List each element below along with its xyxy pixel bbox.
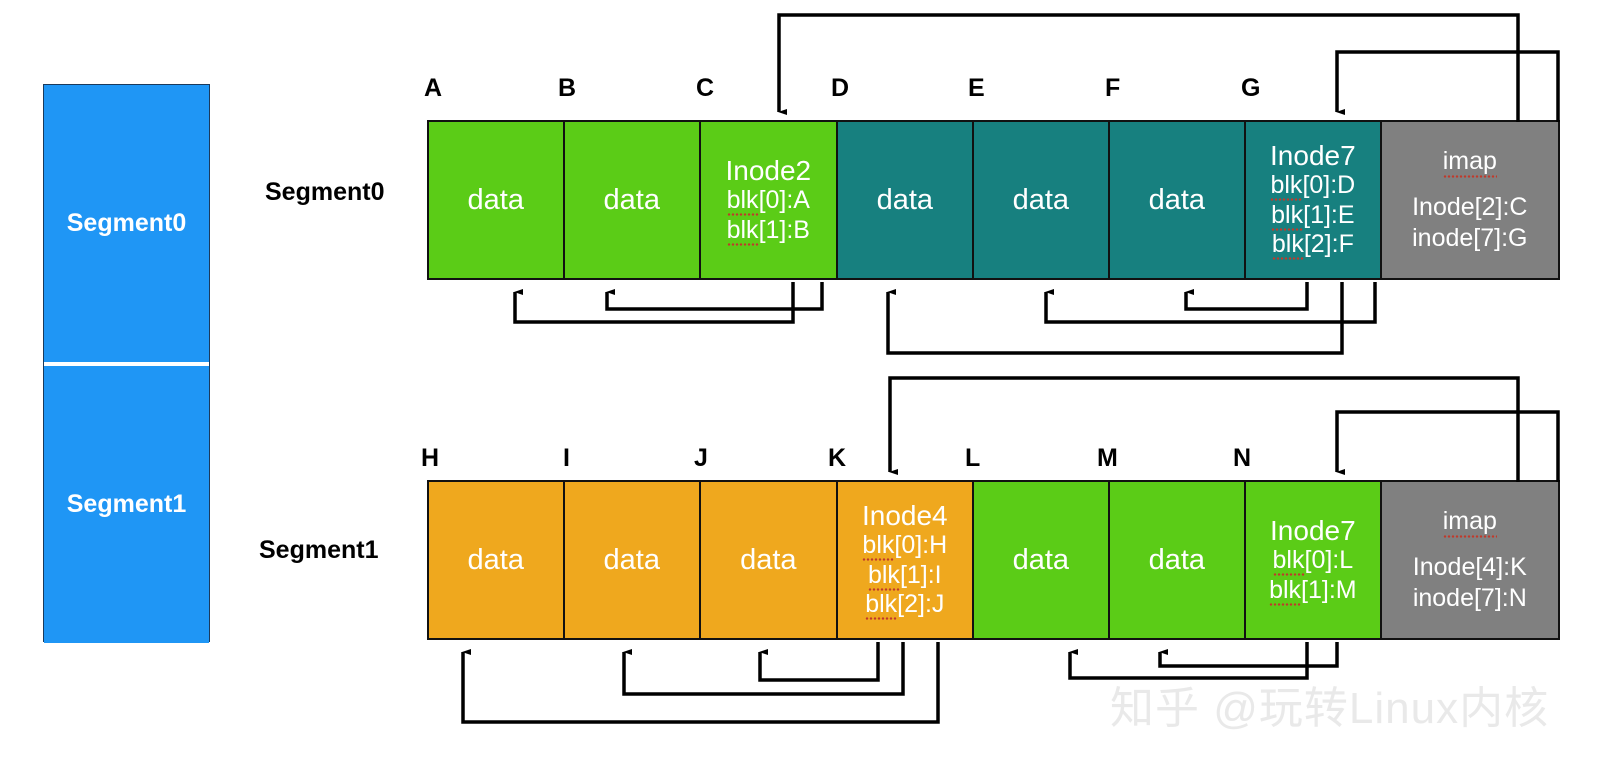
segment-legend: Segment0 Segment1 <box>43 84 210 643</box>
block-K-blk1: blk[1]:I <box>867 560 942 591</box>
block-N-inode7[interactable]: Inode7 blk[0]:L blk[1]:M <box>1246 482 1382 638</box>
watermark: 知乎 @玩转Linux内核 <box>1110 684 1550 733</box>
block-J[interactable]: data <box>701 482 838 638</box>
block-letter-E: E <box>968 74 985 102</box>
wire-G-blk1-to-E <box>1044 282 1377 324</box>
block-M-label: data <box>1148 543 1206 576</box>
block-A-label: data <box>467 183 524 216</box>
block-letter-H: H <box>421 444 440 472</box>
wire-C-blk1-to-B <box>605 282 824 311</box>
wire-K-blk1-to-I <box>622 642 905 696</box>
block-H[interactable]: data <box>429 482 565 638</box>
block-letter-I: I <box>563 444 570 472</box>
row-label-segment0: Segment0 <box>265 178 385 206</box>
segment1-strip: data data data Inode4 blk[0]:H blk[1]:I … <box>427 480 1560 640</box>
block-I[interactable]: data <box>564 482 702 638</box>
block-K-inode4[interactable]: Inode4 blk[0]:H blk[1]:I blk[2]:J <box>837 482 975 638</box>
block-N-title: Inode7 <box>1270 514 1356 546</box>
block-imap-segment0[interactable]: imap Inode[2]:C inode[7]:G <box>1381 122 1558 278</box>
block-letter-L: L <box>965 444 981 472</box>
block-letter-K: K <box>828 444 847 472</box>
block-E-label: data <box>1012 183 1070 216</box>
block-C-blk1: blk[1]:B <box>726 215 810 246</box>
wire-N-blk1-to-M <box>1158 642 1339 668</box>
block-letter-A: A <box>424 74 443 102</box>
block-H-label: data <box>467 543 524 576</box>
block-letter-J: J <box>694 444 708 472</box>
block-letter-G: G <box>1241 74 1261 102</box>
wire-C-blk0-to-A <box>513 282 795 324</box>
wire-imap0-to-G <box>1335 50 1560 122</box>
imap1-title: imap <box>1442 507 1497 538</box>
block-D[interactable]: data <box>837 122 975 278</box>
block-J-label: data <box>740 543 797 576</box>
legend-cell-segment1: Segment1 <box>44 366 209 643</box>
legend-label-segment0: Segment0 <box>66 209 187 237</box>
wire-G-blk2-to-F <box>1184 282 1309 311</box>
block-G-blk2: blk[2]:F <box>1271 230 1354 261</box>
block-D-label: data <box>876 183 934 216</box>
block-letter-D: D <box>831 74 850 102</box>
block-K-blk0: blk[0]:H <box>862 531 948 562</box>
imap1-entry-0: Inode[4]:K <box>1412 553 1527 581</box>
wire-K-blk2-to-J <box>758 642 880 682</box>
block-imap-segment1[interactable]: imap Inode[4]:K inode[7]:N <box>1381 482 1558 638</box>
block-letter-N: N <box>1233 444 1252 472</box>
wire-K-blk0-to-H <box>461 642 940 724</box>
block-G-title: Inode7 <box>1270 140 1356 172</box>
block-letter-M: M <box>1097 444 1118 472</box>
block-E[interactable]: data <box>974 122 1110 278</box>
block-B-label: data <box>603 183 660 216</box>
block-G-blk0: blk[0]:D <box>1270 171 1356 202</box>
block-K-title: Inode4 <box>861 500 948 532</box>
block-letter-B: B <box>558 74 577 102</box>
wire-G-blk0-to-D <box>886 282 1344 355</box>
wire-imap0-to-C <box>777 13 1520 122</box>
block-C-title: Inode2 <box>725 154 812 186</box>
legend-cell-segment0: Segment0 <box>44 85 209 362</box>
legend-label-segment1: Segment1 <box>66 490 187 518</box>
block-L-label: data <box>1012 543 1070 576</box>
block-letter-C: C <box>696 74 715 102</box>
block-C-blk0: blk[0]:A <box>726 186 810 217</box>
imap0-entry-1: inode[7]:G <box>1412 223 1528 252</box>
block-L[interactable]: data <box>974 482 1110 638</box>
block-letter-F: F <box>1105 74 1121 102</box>
block-I-label: data <box>603 543 660 576</box>
block-C-inode2[interactable]: Inode2 blk[0]:A blk[1]:B <box>701 122 838 278</box>
block-K-blk2: blk[2]:J <box>865 590 945 621</box>
row-label-segment1: Segment1 <box>259 536 379 564</box>
wire-imap1-to-N <box>1335 410 1560 482</box>
block-G-blk1: blk[1]:E <box>1271 200 1355 231</box>
imap0-title: imap <box>1442 147 1497 178</box>
block-F[interactable]: data <box>1109 122 1247 278</box>
block-M[interactable]: data <box>1109 482 1247 638</box>
block-B[interactable]: data <box>564 122 702 278</box>
segment0-strip: data data Inode2 blk[0]:A blk[1]:B data … <box>427 120 1560 280</box>
legend-divider <box>44 362 209 366</box>
block-N-blk1: blk[1]:M <box>1269 575 1357 606</box>
imap0-entry-0: Inode[2]:C <box>1412 193 1528 221</box>
block-F-label: data <box>1148 183 1206 216</box>
wire-imap1-to-K <box>888 376 1520 482</box>
imap1-entry-1: inode[7]:N <box>1412 583 1527 612</box>
block-A[interactable]: data <box>429 122 565 278</box>
block-G-inode7[interactable]: Inode7 blk[0]:D blk[1]:E blk[2]:F <box>1246 122 1382 278</box>
block-N-blk0: blk[0]:L <box>1272 546 1354 577</box>
